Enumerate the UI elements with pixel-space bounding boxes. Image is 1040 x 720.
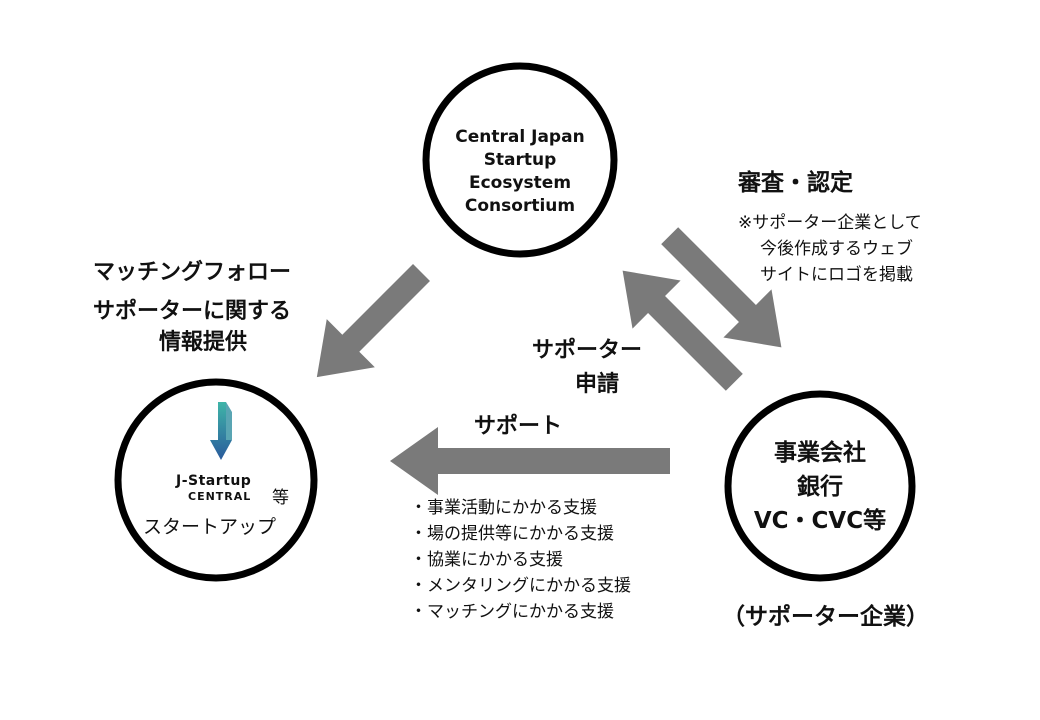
j-startup-logo-mark: [210, 402, 232, 460]
support-item: ・メンタリングにかかる支援: [410, 576, 631, 596]
consortium-line-2: Startup Ecosystem: [468, 150, 572, 193]
logo-text-j-startup: J-Startup: [176, 473, 252, 489]
support-item: ・場の提供等にかかる支援: [410, 524, 614, 544]
apply-label-2: 申請: [575, 372, 620, 397]
info-provision-label: 情報提供: [159, 330, 248, 355]
support-list: ・事業活動にかかる支援 ・場の提供等にかかる支援 ・協業にかかる支援 ・メンタリ…: [410, 495, 631, 625]
review-note-3: サイトにロゴを掲載: [760, 265, 913, 285]
consortium-label: Central Japan Startup Ecosystem Consorti…: [430, 126, 610, 218]
consortium-line-1: Central Japan: [455, 127, 585, 147]
support-item: ・協業にかかる支援: [410, 550, 563, 570]
supporter-line-3: VC・CVC等: [753, 508, 887, 534]
matching-follow-label: マッチングフォロー: [93, 260, 292, 285]
startup-logo-suffix: 等: [272, 488, 289, 508]
consortium-circle: [422, 62, 618, 258]
support-title: サポート: [474, 414, 563, 439]
support-item: ・マッチングにかかる支援: [410, 602, 614, 622]
arrow-support-to-startup: [390, 427, 670, 495]
supporter-line-2: 銀行: [797, 474, 843, 500]
consortium-line-3: Consortium: [464, 196, 576, 216]
review-note-1: ※サポーター企業として: [738, 213, 922, 233]
startup-label: スタートアップ: [143, 516, 277, 538]
review-title: 審査・認定: [738, 170, 853, 196]
apply-label-1: サポーター: [532, 338, 643, 363]
arrow-application-to-consortium: [622, 270, 743, 391]
supporter-line-1: 事業会社: [774, 440, 866, 466]
review-note-2: 今後作成するウェブ: [760, 239, 913, 259]
logo-text-central: CENTRAL: [188, 490, 252, 503]
supporter-label: 事業会社 銀行 VC・CVC等: [740, 436, 900, 538]
supporter-circle: [724, 390, 916, 582]
supporter-caption: （サポーター企業）: [722, 604, 929, 630]
arrow-review-to-supporter: [661, 227, 782, 348]
startup-circle: [114, 378, 318, 582]
supporter-info-label: サポーターに関する: [93, 299, 292, 324]
arrow-consortium-to-startup: [316, 264, 430, 378]
support-item: ・事業活動にかかる支援: [410, 498, 597, 518]
